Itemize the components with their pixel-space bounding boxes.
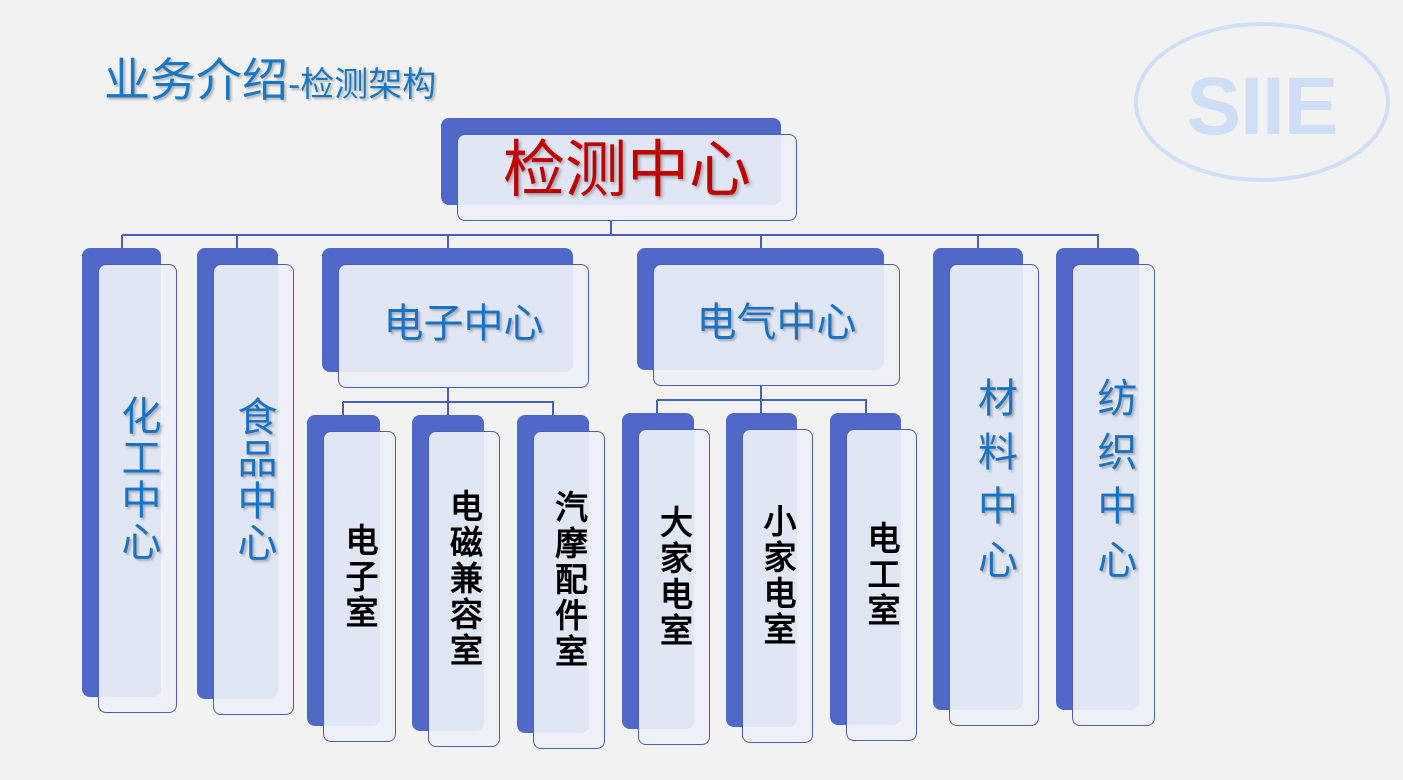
- node-label: 汽摩配件室: [549, 490, 589, 670]
- connector: [447, 388, 449, 402]
- node-label: 检测中心: [502, 132, 751, 206]
- node-electrician-lab: 电工室: [830, 413, 917, 741]
- node-label: 材料中心: [971, 377, 1017, 593]
- connector: [865, 400, 867, 413]
- node-box: 食品中心: [213, 264, 294, 715]
- connector: [447, 235, 449, 248]
- node-label: 电子中心: [383, 301, 544, 347]
- node-box: 材料中心: [949, 264, 1039, 726]
- node-electronics-lab: 电子室: [307, 415, 396, 742]
- node-label: 化工中心: [114, 394, 161, 563]
- node-label: 食品中心: [230, 395, 277, 564]
- connector: [977, 235, 979, 248]
- node-auto-parts-lab: 汽摩配件室: [517, 415, 605, 749]
- node-label: 电工室: [862, 521, 901, 629]
- connector: [656, 400, 658, 413]
- node-textile-center: 纺织中心: [1056, 248, 1155, 726]
- slide-title: 业务介绍-检测架构: [104, 44, 436, 110]
- node-box: 检测中心: [457, 133, 797, 221]
- node-label: 小家电室: [758, 504, 797, 648]
- connector: [122, 234, 1099, 236]
- node-box: 电子中心: [338, 264, 589, 388]
- node-box: 汽摩配件室: [533, 431, 605, 749]
- node-box: 小家电室: [742, 429, 813, 743]
- node-box: 电子室: [323, 431, 396, 742]
- connector: [552, 402, 554, 415]
- node-label: 纺织中心: [1090, 377, 1137, 593]
- node-label: 电气中心: [696, 300, 857, 346]
- connector: [1097, 235, 1099, 248]
- connector: [342, 402, 344, 415]
- connector: [447, 402, 449, 415]
- siie-logo: SIIE: [1134, 22, 1390, 182]
- node-box: 纺织中心: [1072, 264, 1155, 726]
- node-root: 检测中心: [441, 118, 797, 221]
- node-box: 化工中心: [98, 264, 177, 713]
- title-sub: -检测架构: [288, 65, 437, 105]
- connector: [610, 221, 612, 235]
- connector: [236, 235, 238, 248]
- node-label: 电磁兼容室: [444, 489, 484, 669]
- node-large-appliance-lab: 大家电室: [622, 413, 710, 745]
- connector: [121, 235, 123, 248]
- node-label: 大家电室: [654, 505, 694, 649]
- connector: [760, 400, 762, 413]
- node-box: 电磁兼容室: [428, 431, 500, 747]
- node-box: 大家电室: [638, 429, 710, 745]
- node-box: 电气中心: [653, 264, 900, 386]
- logo-text: SIIE: [1186, 61, 1339, 152]
- node-small-appliance-lab: 小家电室: [726, 413, 813, 743]
- connector: [760, 235, 762, 248]
- node-food-center: 食品中心: [197, 248, 294, 715]
- connector: [657, 399, 867, 401]
- node-label: 电子室: [340, 522, 379, 631]
- node-chemical-center: 化工中心: [82, 248, 177, 713]
- node-materials-center: 材料中心: [933, 248, 1039, 726]
- node-emc-lab: 电磁兼容室: [412, 415, 500, 747]
- node-electronics-center: 电子中心: [322, 248, 589, 388]
- title-main: 业务介绍: [104, 53, 288, 107]
- connector: [760, 386, 762, 400]
- node-electrical-center: 电气中心: [637, 248, 900, 386]
- node-box: 电工室: [846, 429, 917, 741]
